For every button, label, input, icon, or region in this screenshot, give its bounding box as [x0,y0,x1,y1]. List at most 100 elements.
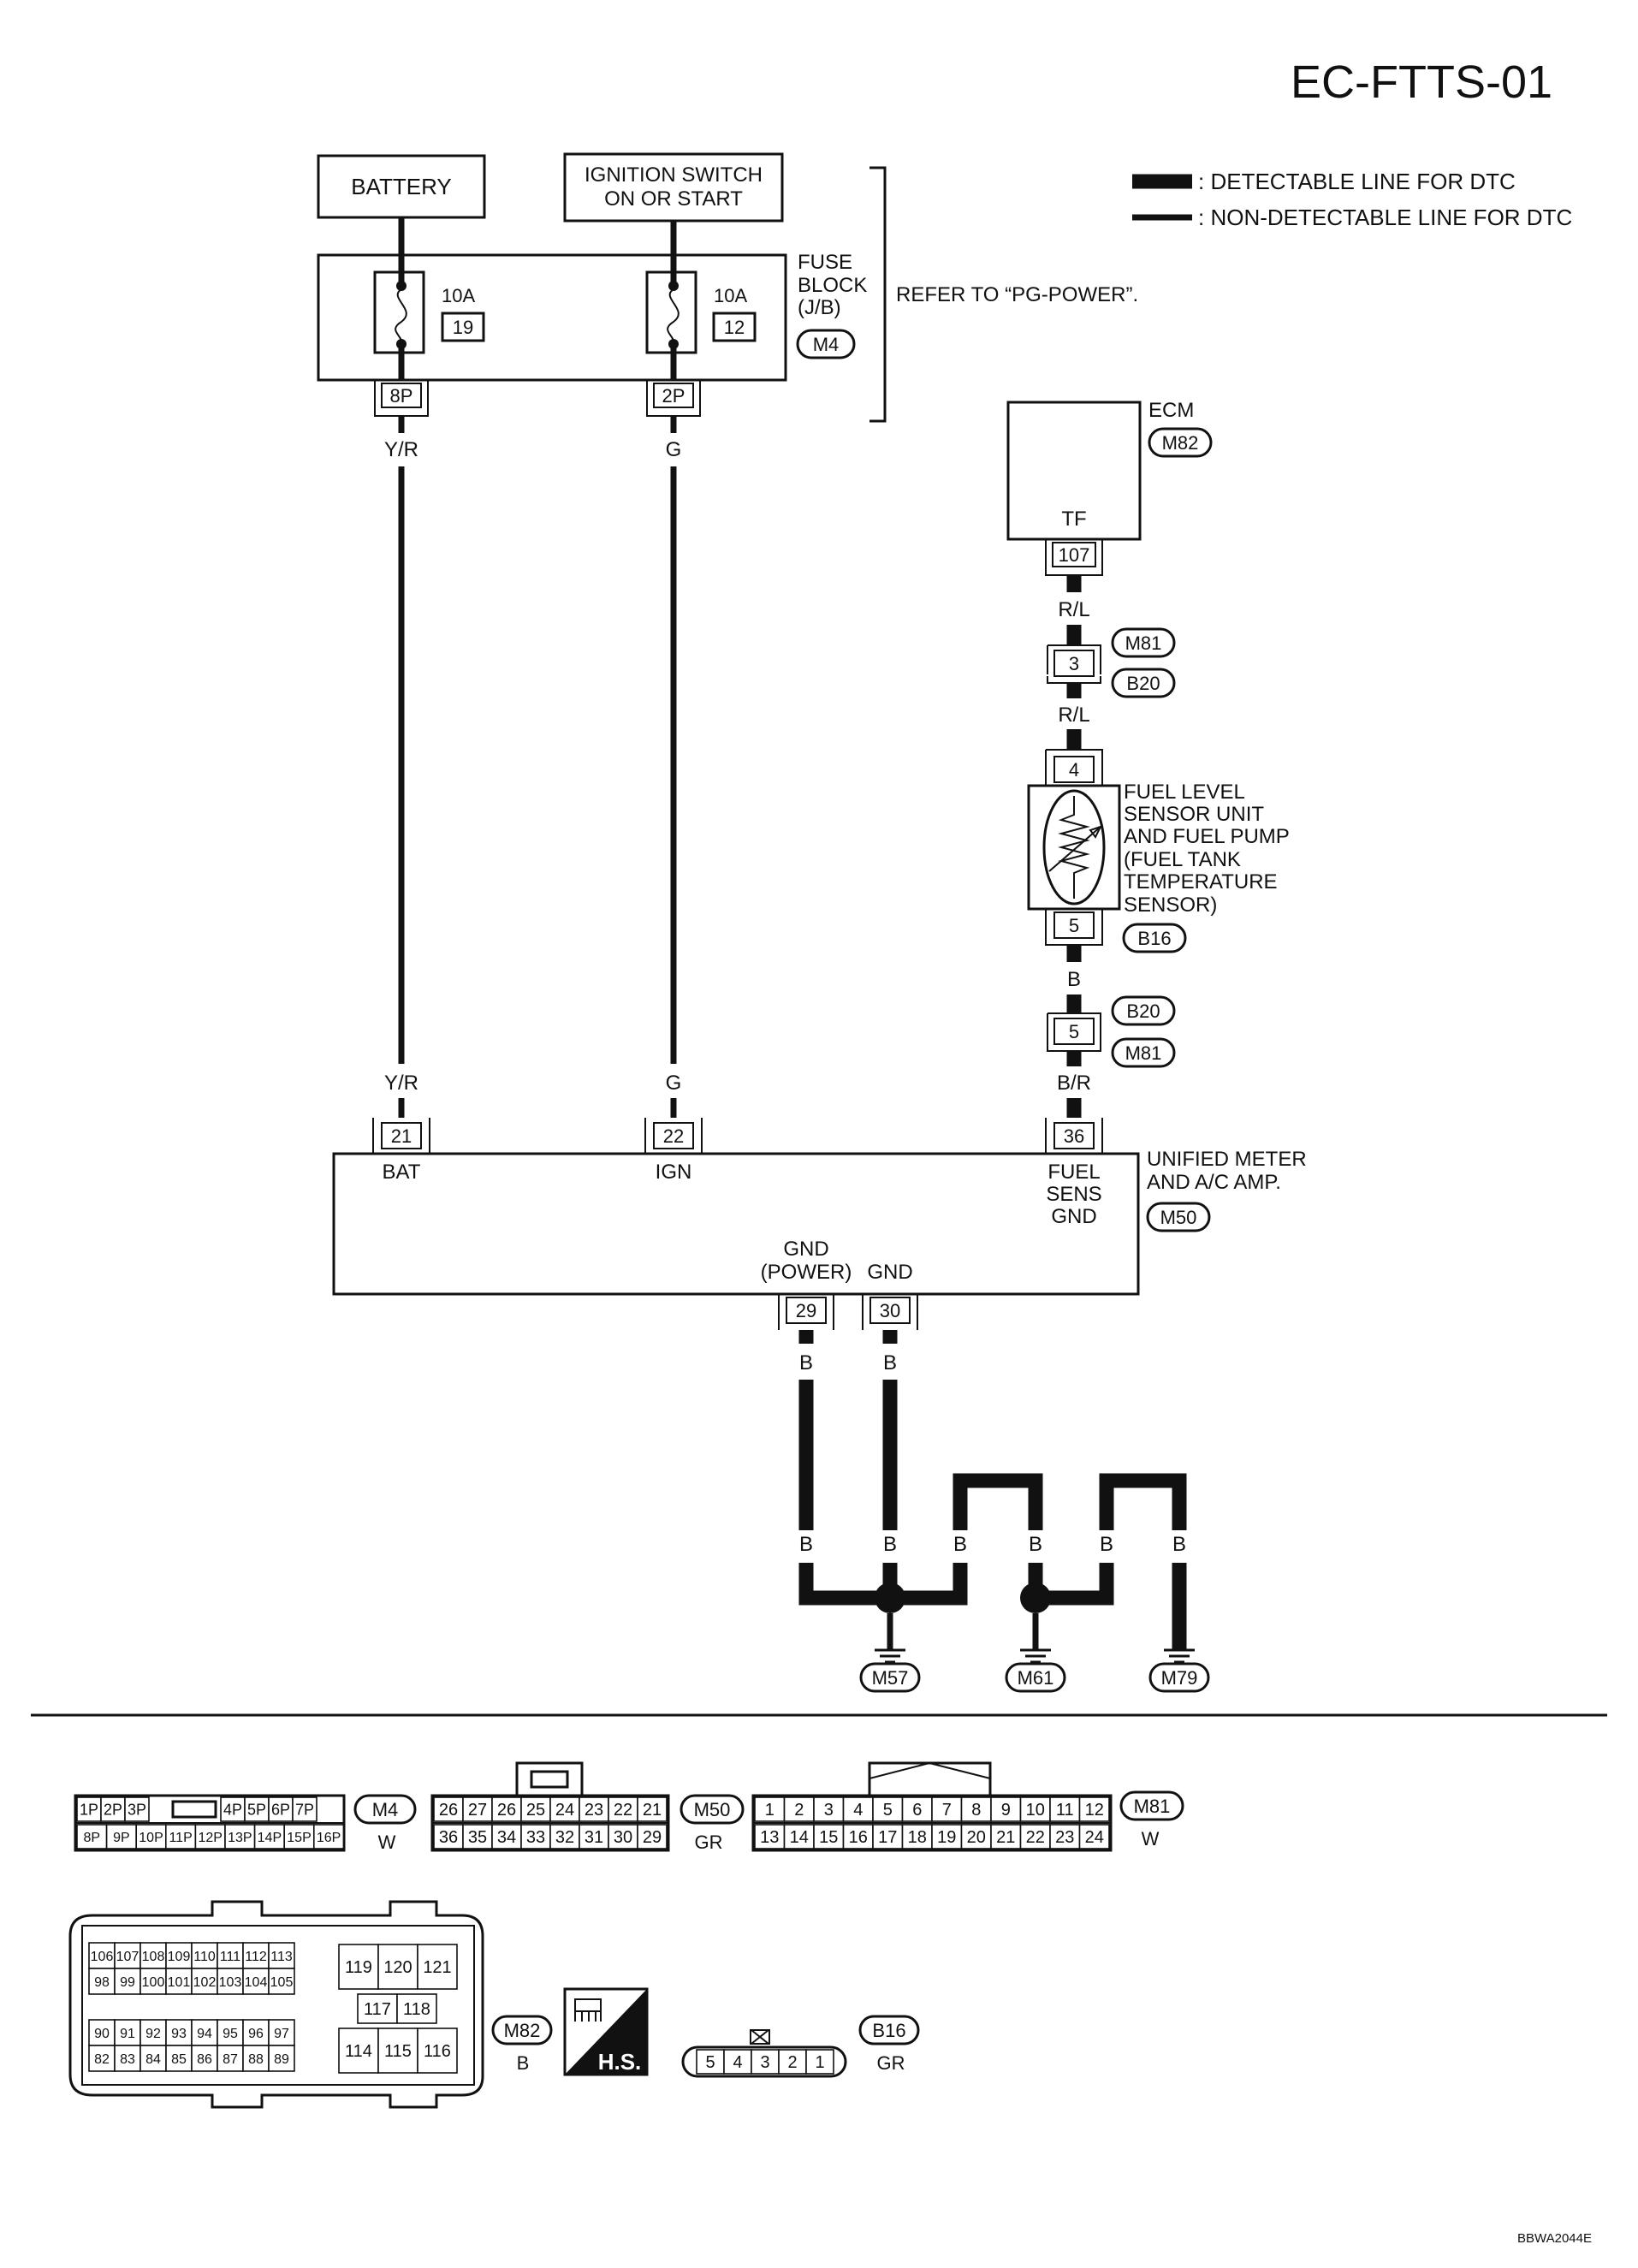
meter-terminal-gnd-power-1: GND [783,1238,828,1261]
connector-m81-pin-9: 9 [1001,1801,1011,1820]
connector-m82-pin-99: 99 [120,1975,135,1990]
connector-m81-pin-21: 21 [996,1828,1015,1847]
connector-m82-pin-88: 88 [248,2052,264,2067]
diagram-code: EC-FTTS-01 [1291,56,1552,108]
legend-non-detectable-label: : NON-DETECTABLE LINE FOR DTC [1198,205,1572,230]
svg-text:5: 5 [1069,1021,1079,1042]
sensor-label-1: FUEL LEVEL [1124,781,1245,804]
connector-m82-pin-110: 110 [193,1950,216,1964]
sensor-pin-5: 5 [1069,915,1079,936]
connector-m81-pin-4: 4 [853,1801,863,1820]
svg-text:2P: 2P [662,385,685,407]
connector-m82-pin-100: 100 [142,1975,165,1990]
connector-m82-pin-92: 92 [145,2027,161,2041]
sensor-label-3: AND FUEL PUMP [1124,825,1290,848]
joint-connector-b20-m81-pin5: 5 B20 M81 [1047,995,1176,1068]
wire-b-30-label: B [883,1351,897,1374]
connector-m81-pin-17: 17 [878,1828,897,1847]
pin-2p: 2P [646,380,701,417]
connector-b16-pin-3: 3 [760,2053,769,2072]
battery-box: BATTERY [317,154,486,219]
connector-m81-pin-22: 22 [1026,1828,1045,1847]
unified-meter-ac-amp: 21 22 36 BAT IGN FUEL SENS GND GND (POWE… [332,1118,1307,1330]
connector-m82-name: M82 [504,2020,541,2041]
svg-text:B: B [953,1533,967,1556]
connector-m82-pin-107: 107 [116,1950,139,1964]
ecm-terminal-tf: TF [1061,508,1086,531]
connector-m82-pin-96: 96 [248,2027,264,2041]
wire-rl-2-label: R/L [1058,704,1089,727]
connector-m82-pin-111: 111 [220,1950,240,1964]
connector-m82-pin-115: 115 [384,2042,412,2061]
connector-m4-pin-6P: 6P [271,1801,290,1818]
wire-g-top-label: G [666,438,682,461]
fuse-19: 10A 19 [373,255,485,380]
svg-text:B: B [1100,1533,1113,1556]
connector-m50-pin-36: 36 [439,1828,458,1847]
wire-rl-1-label: R/L [1058,598,1089,621]
connector-m81-pin-20: 20 [967,1828,986,1847]
connector-m50-pin-26: 26 [439,1801,458,1820]
wire-br-label: B/R [1057,1072,1091,1095]
connector-m82-pin-83: 83 [120,2052,135,2067]
connector-m81-pin-23: 23 [1055,1828,1074,1847]
meter-label-2: AND A/C AMP. [1147,1171,1281,1194]
ignition-switch-label-1: IGNITION SWITCH [585,163,763,187]
svg-text:22: 22 [663,1125,684,1147]
connector-m82-pin-106: 106 [91,1950,114,1964]
meter-connector: M50 [1160,1207,1197,1228]
connector-m4-pin-11P: 11P [169,1831,192,1845]
connector-m4-pin-9P: 9P [113,1831,130,1845]
connector-m4-color: W [378,1832,396,1853]
connector-m81-pin-7: 7 [942,1801,952,1820]
wire-yr-bottom-label: Y/R [384,1072,418,1095]
legend: : DETECTABLE LINE FOR DTC : NON-DETECTAB… [1132,169,1572,230]
connector-m50-pin-27: 27 [468,1801,487,1820]
connector-m81-pin-18: 18 [908,1828,927,1847]
ecm-label: ECM [1148,399,1194,422]
connector-m4-pin-4P: 4P [223,1801,242,1818]
connector-b16-pin-5: 5 [705,2053,715,2072]
harness-side-icon: H.S. [563,1987,649,2076]
connector-m4-pin-1P: 1P [80,1801,98,1818]
meter-pin-22: 22 [644,1118,703,1155]
svg-text:30: 30 [880,1300,900,1321]
connector-m82-pin-94: 94 [197,2027,212,2041]
connector-m81-pin-10: 10 [1026,1801,1045,1820]
ground-m57-label: M57 [872,1667,909,1689]
connector-m81-pin-2: 2 [794,1801,804,1820]
svg-text:21: 21 [391,1125,412,1147]
fuse-block-label-3: (J/B) [798,296,841,319]
connector-m50-pin-32: 32 [555,1828,574,1847]
connector-m50-color: GR [695,1832,723,1853]
fuse-block-label-2: BLOCK [798,274,867,297]
battery-label: BATTERY [351,174,452,199]
sensor-label-4: (FUEL TANK [1124,848,1241,871]
ground-symbol-m61: M61 [1005,1648,1066,1693]
connector-m81-pin-12: 12 [1085,1801,1104,1820]
connector-m82-pin-118: 118 [403,2000,430,2019]
connector-m50-pin-31: 31 [585,1828,603,1847]
meter-terminal-bat: BAT [383,1161,421,1184]
connector-m82-pin-89: 89 [274,2052,289,2067]
connector-m82-pin-112: 112 [245,1950,267,1964]
connector-m82-pin-121: 121 [423,1958,451,1977]
connector-m81-pin-3: 3 [824,1801,834,1820]
connector-m50-pin-35: 35 [468,1828,487,1847]
joint-connector-m81-b20-pin3: 3 M81 B20 [1047,627,1176,698]
connector-m82-pin-90: 90 [94,2027,110,2041]
svg-text:B: B [1172,1533,1186,1556]
fuse-12-number: 12 [724,317,745,338]
harness-side-label: H.S. [598,2049,642,2075]
connector-m82-pin-82: 82 [94,2052,110,2067]
connector-m4-pin-14P: 14P [258,1831,282,1845]
ecm-pin-107: 107 [1059,544,1090,566]
figure-id: BBWA2044E [1517,2231,1592,2246]
connector-m4-pin-16P: 16P [317,1831,341,1845]
meter-terminal-gnd-power-2: (POWER) [761,1261,852,1284]
svg-text:B: B [799,1533,813,1556]
connector-m82-pin-95: 95 [223,2027,238,2041]
